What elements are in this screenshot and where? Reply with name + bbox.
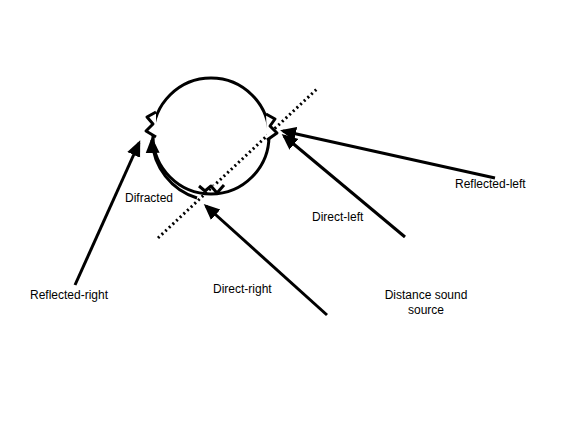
ray-label: Direct-right (213, 282, 272, 297)
head-outline (153, 78, 269, 194)
ray-label: Reflected-right (30, 288, 108, 303)
ray-label: Direct-left (312, 210, 363, 225)
nose (199, 185, 224, 193)
ear-axis (158, 88, 318, 238)
reflected-left-ray (283, 131, 495, 178)
ray-label: Distance sound source (378, 288, 474, 318)
left-ear (146, 112, 156, 137)
ray-label: Difracted (125, 191, 173, 206)
direct-right-ray (206, 206, 327, 315)
diffracted-path (152, 140, 197, 198)
right-ear (266, 114, 277, 140)
direct-left-ray (284, 136, 405, 237)
reflected-right-ray (75, 143, 139, 285)
ray-label: Reflected-left (455, 177, 526, 192)
